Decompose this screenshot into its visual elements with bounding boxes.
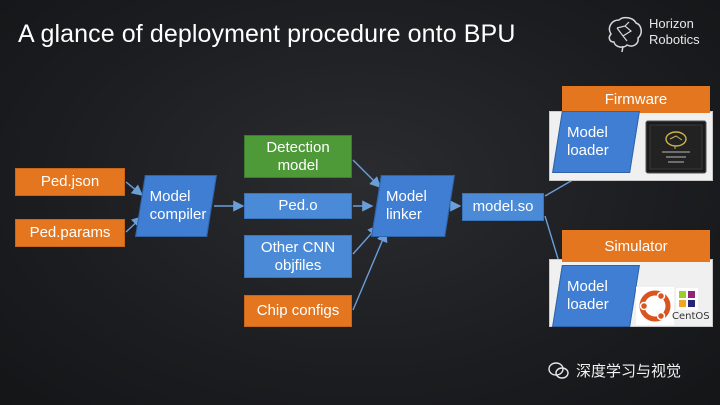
centos-logo-icon [676,288,698,310]
watermark-text: 深度学习与视觉 [576,363,682,380]
model-so-box: model.so [462,193,544,221]
company-logo: Horizon Robotics [603,14,713,60]
ped-o-box: Ped.o [244,193,352,219]
model-compiler-label: Model compiler [149,188,207,223]
model-linker-box: Model linker [371,175,455,237]
simulator-label: Simulator [604,237,668,255]
chip-configs-label: Chip configs [256,302,340,319]
arrow-json-to-compiler [125,181,144,196]
chip-icon [645,120,707,174]
model-linker-label: Model linker [386,188,427,223]
ubuntu-logo-icon [636,287,674,325]
simulator-model-loader: Model loader [552,265,640,327]
slide-title: A glance of deployment procedure onto BP… [18,20,516,48]
ped-o-label: Ped.o [278,197,318,214]
watermark: 深度学习与视觉 [548,360,681,381]
ped-json-box: Ped.json [15,168,125,196]
model-so-label: model.so [472,198,534,215]
logo-text-line2: Robotics [649,32,700,47]
simulator-header: Simulator [562,230,710,262]
detection-model-label: Detection model [266,138,330,174]
logo-text-line1: Horizon [649,16,694,31]
model-compiler-box: Model compiler [135,175,217,237]
firmware-header: Firmware [562,86,710,113]
firmware-loader-label: Model loader [567,124,609,159]
firmware-model-loader: Model loader [552,111,640,173]
other-cnn-box: Other CNN objfiles [244,235,352,278]
arrow-chip-to-linker [352,230,388,311]
ped-params-box: Ped.params [15,219,125,247]
ped-json-label: Ped.json [40,173,100,190]
other-cnn-label: Other CNN objfiles [260,238,336,274]
simulator-loader-label: Model loader [567,278,609,313]
arrow-detection-to-linker [352,159,381,188]
centos-text: CentOS [672,311,710,322]
ped-params-label: Ped.params [29,224,111,241]
wechat-icon [548,361,569,379]
brain-icon [608,16,642,53]
chip-configs-box: Chip configs [244,295,352,327]
detection-model-box: Detection model [244,135,352,178]
firmware-label: Firmware [604,91,668,108]
